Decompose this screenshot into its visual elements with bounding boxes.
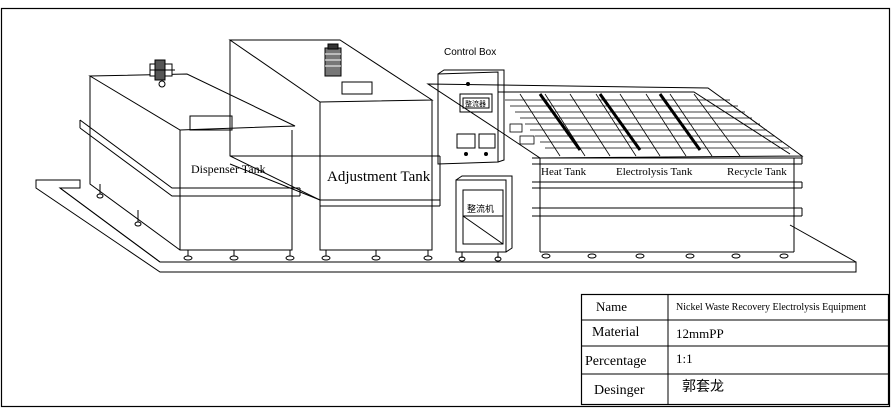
adjustment-tank-label: Adjustment Tank [327, 169, 431, 185]
title-name-label: Name [596, 299, 628, 314]
title-designer-label: Desinger [594, 383, 645, 398]
title-percentage-label: Percentage [585, 354, 647, 369]
title-name-value: Nickel Waste Recovery Electrolysis Equip… [676, 302, 867, 313]
dispenser-tank-label: Dispenser Tank [191, 162, 266, 176]
title-percentage-value: 1:1 [676, 351, 693, 366]
adjustment-tank [228, 39, 441, 261]
recycle-tank-label: Recycle Tank [727, 166, 787, 178]
electrolysis-tank-label: Electrolysis Tank [616, 166, 693, 178]
panel-top-label: 整流器 [465, 101, 486, 108]
title-block [580, 293, 890, 406]
dispenser-tank [79, 73, 301, 261]
electrolysis-feet [541, 253, 789, 259]
valve-icon [149, 59, 175, 88]
title-designer-value: 郭套龙 [682, 378, 724, 394]
rectifier-cabinet [455, 175, 513, 262]
heat-tank-label: Heat Tank [541, 166, 587, 178]
electrolysis-tank [426, 83, 804, 253]
control-box [437, 69, 505, 165]
drawing-frame [0, 7, 891, 408]
electrode-grid [505, 93, 789, 157]
motor-icon [324, 43, 342, 77]
panel-bottom-label: 整流机 [467, 204, 495, 214]
base-platform [35, 179, 857, 273]
control-box-label: Control Box [444, 47, 497, 58]
title-material-label: Material [592, 325, 640, 340]
title-material-value: 12mmPP [676, 326, 724, 341]
